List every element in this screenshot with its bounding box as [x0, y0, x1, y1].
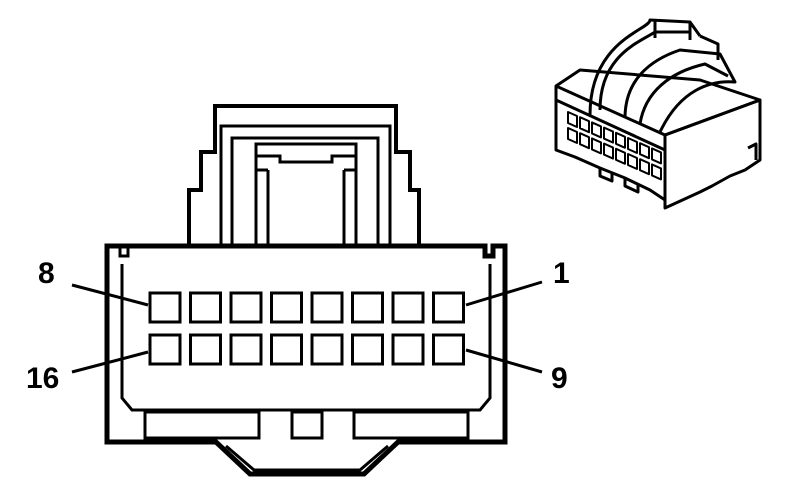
iso-front-stripe: [555, 98, 666, 152]
iso-pin-cavity: [639, 158, 650, 176]
iso-pin-cavity: [603, 126, 614, 144]
iso-pin-cavity: [591, 121, 602, 139]
latch-arm-right: [342, 156, 358, 244]
iso-latch-arm: [623, 48, 737, 133]
pin-label-1: 1: [553, 257, 570, 290]
iso-latch-loop-inner: [598, 30, 690, 111]
pin-cavity: [391, 333, 425, 366]
pin-cavity: [310, 291, 344, 324]
connector-foot: [225, 444, 389, 472]
pin-label-8: 8: [38, 257, 55, 290]
pin-cavity: [432, 291, 465, 324]
pin-cavity: [270, 333, 303, 366]
connector-face-view: [104, 104, 508, 477]
key-slot-center: [290, 410, 324, 440]
iso-pin-cavity: [651, 163, 662, 181]
pin-cavity: [351, 333, 384, 366]
pin-cavity: [310, 333, 344, 366]
body-left-notch: [107, 244, 130, 258]
latch-frame: [230, 136, 380, 244]
iso-pin-cavities: [567, 111, 662, 181]
iso-pin-cavity: [639, 142, 650, 160]
iso-pin-cavity: [627, 137, 638, 154]
iso-pin-cavity: [651, 147, 662, 165]
connector-body-outline: [104, 243, 508, 477]
iso-pin-cavity: [603, 142, 614, 160]
leader-line-9: [465, 348, 543, 374]
key-slot-right: [352, 410, 470, 440]
leader-line-16: [71, 350, 149, 374]
iso-side-notch: [747, 142, 758, 160]
latch-tongue: [254, 142, 358, 164]
pin-cavity: [189, 291, 222, 324]
pin-cavity: [189, 333, 222, 366]
iso-pin-cavity: [591, 137, 602, 155]
key-slot-left: [143, 410, 261, 440]
iso-latch-loop-outer: [588, 18, 702, 116]
iso-pin-cavity: [615, 131, 626, 149]
latch-arm-left: [254, 156, 270, 244]
latch-housing-outer: [187, 104, 421, 246]
iso-pin-cavity: [579, 116, 590, 134]
pin-cavity: [270, 291, 303, 324]
iso-latch-arm-inner: [638, 62, 729, 125]
latch-housing-inner: [219, 124, 392, 244]
iso-pin-cavity: [579, 132, 590, 150]
pin-cavity: [432, 333, 465, 366]
iso-right-face: [663, 98, 762, 210]
connector-face-inner: [120, 264, 492, 412]
pin-label-16: 16: [26, 362, 59, 395]
pin-cavity: [148, 291, 182, 324]
pin-cavity: [148, 333, 182, 366]
iso-pin-cavity: [567, 111, 578, 128]
connector-isometric-view: [554, 18, 762, 210]
pin-cavity: [351, 291, 384, 324]
leader-line-1: [465, 280, 543, 307]
iso-pin-cavity: [627, 153, 638, 170]
pin-cavities: [148, 291, 465, 366]
iso-pin-cavity: [567, 127, 578, 144]
leader-line-8: [71, 283, 149, 307]
leader-lines: [71, 280, 543, 374]
pin-cavity: [391, 291, 425, 324]
iso-pin-cavity: [615, 147, 626, 165]
iso-top-surface: [555, 68, 762, 137]
iso-bottom-tabs: [598, 168, 640, 194]
iso-latch-top: [653, 20, 720, 60]
pin-label-9: 9: [551, 362, 568, 395]
pin-cavity: [229, 333, 263, 366]
pin-cavity: [229, 291, 263, 324]
